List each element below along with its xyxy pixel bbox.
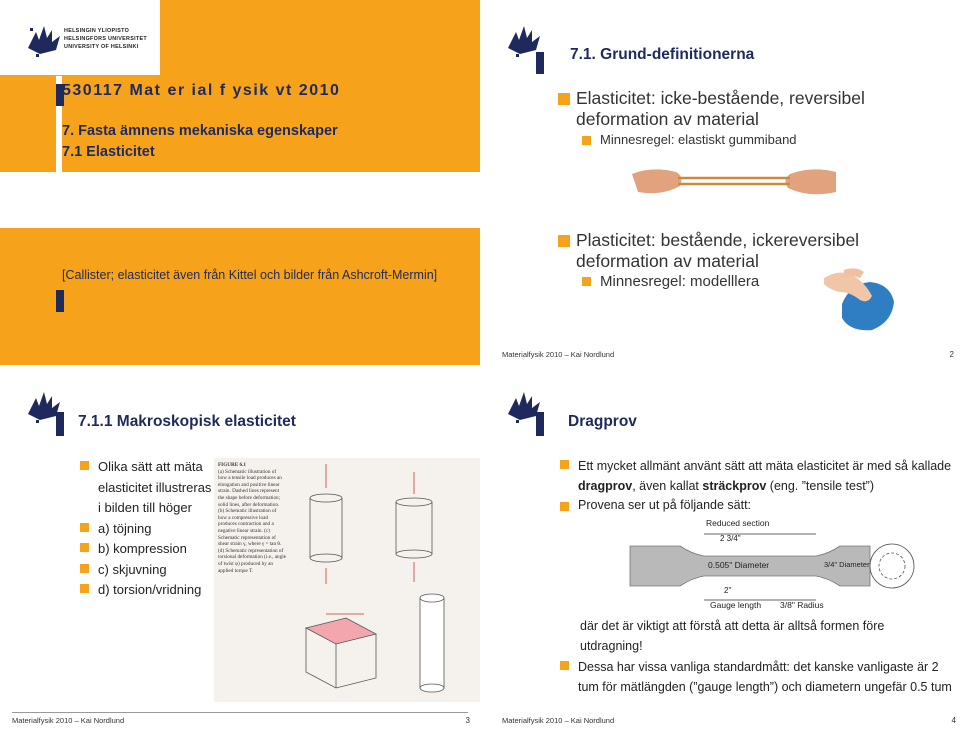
gauge-length-label: Gauge length [710, 600, 762, 610]
figure-label: FIGURE 6.1 [218, 462, 246, 468]
bullet-plasticity-text: Plasticitet: bestående, ickereversibel d… [576, 230, 860, 271]
slide-3: 7.1.1 Makroskopisk elasticitet Olika sät… [0, 366, 480, 731]
reduced-section-label: Reduced section [706, 518, 770, 528]
slide-2: 7.1. Grund-definitionerna Elasticitet: i… [480, 0, 960, 365]
slide-title: 7.1. Grund-definitionerna [570, 46, 755, 63]
bullet-standard-sizes: Dessa har vissa vanliga standardmått: de… [560, 657, 952, 697]
page-number: 2 [949, 350, 954, 359]
navy-accent-bar [536, 52, 544, 74]
helsinki-flame-logo-icon [508, 392, 540, 423]
page-number: 4 [951, 716, 956, 725]
white-band [0, 172, 480, 228]
list-item: a) töjning [80, 519, 212, 540]
list-item-text: a) töjning [98, 520, 152, 536]
reference-text: [Callister; elasticitet även från Kittel… [62, 268, 438, 282]
term-strackprov: sträckprov [702, 479, 767, 493]
footer-divider [12, 712, 468, 713]
course-title: 530117 Mat er ial f ysik vt 2010 [62, 82, 341, 99]
chapter-heading: 7. Fasta ämnens mekaniska egenskaper [62, 123, 338, 139]
footer-author: Materialfysik 2010 – Kai Nordlund [502, 350, 615, 359]
helsinki-flame-logo-icon [28, 392, 60, 423]
section-heading: 7.1 Elasticitet [62, 144, 155, 160]
slide-title: Dragprov [568, 413, 637, 430]
sub-bullet-rubber-band: Minnesregel: elastiskt gummiband [582, 132, 797, 147]
university-name-fi: HELSINGIN YLIOPISTO [64, 28, 130, 34]
measure-list: Olika sätt att mäta elasticitet illustre… [80, 457, 212, 601]
footer-author: Materialfysik 2010 – Kai Nordlund [502, 716, 615, 725]
list-item: Olika sätt att mäta elasticitet illustre… [80, 457, 212, 519]
specimen-drawing [629, 533, 915, 601]
bullet-elasticity: Elasticitet: icke-bestående, reversibel … [558, 88, 938, 130]
gauge-value-label: 2" [724, 586, 732, 595]
bullet-tensile-mid: , även kallat [632, 479, 703, 493]
reduced-length-label: 2 3/4" [720, 534, 741, 543]
sub-bullet-clay-text: Minnesregel: modelllera [600, 273, 760, 290]
figure-caption-text: (a) Schematic illustration of how a tens… [218, 468, 286, 574]
navy-accent-bar [536, 412, 544, 436]
helsinki-flame-logo-icon [508, 26, 540, 57]
university-name-en: UNIVERSITY OF HELSINKI [64, 44, 139, 50]
rubber-band-photo [632, 152, 836, 212]
navy-accent-bar [56, 84, 64, 106]
list-item-text: d) torsion/vridning [98, 582, 202, 597]
chapter-title: 7. Fasta ämnens mekaniska egenskaper 7.1… [62, 121, 338, 163]
list-item: d) torsion/vridning [80, 580, 212, 601]
slide-title: 7.1.1 Makroskopisk elasticitet [78, 413, 296, 430]
bullet-standard-sizes-text: Dessa har vissa vanliga standardmått: de… [578, 660, 952, 694]
footer-author: Materialfysik 2010 – Kai Nordlund [12, 716, 125, 725]
bullet-specimen-text: Provena ser ut på följande sätt: [578, 498, 752, 512]
outer-diameter-label: 3/4" Diameter [824, 560, 870, 569]
clay-hand-photo [820, 262, 900, 336]
bullet-tensile-post: (eng. ”tensile test”) [766, 479, 874, 493]
list-item-text: c) skjuvning [98, 561, 167, 577]
strain-diagrams [304, 464, 445, 693]
navy-accent-bar [56, 412, 64, 436]
slide-1: HELSINGIN YLIOPISTO HELSINGFORS UNIVERSI… [0, 0, 480, 365]
slide-4: Dragprov Ett mycket allmänt använt sätt … [480, 366, 960, 731]
strain-figure: FIGURE 6.1 (a) Schematic illustration of… [214, 458, 480, 702]
bullet-tensile-test: Ett mycket allmänt använt sätt att mäta … [560, 456, 952, 496]
specimen-diagram: Reduced section 2 3/4" 0.505" Diameter 3… [620, 516, 920, 612]
white-stripe [56, 76, 62, 172]
bullet-tensile-text: Ett mycket allmänt använt sätt att mäta … [578, 459, 952, 473]
helsinki-flame-logo-icon [28, 26, 60, 57]
bullet-plasticity: Plasticitet: bestående, ickereversibel d… [558, 230, 938, 272]
diameter-label: 0.505" Diameter [708, 560, 770, 570]
radius-label: 3/8" Radius [780, 600, 824, 610]
shape-note: där det är viktigt att förstå att detta … [580, 619, 885, 653]
list-item-text: Olika sätt att mäta elasticitet illustre… [98, 459, 212, 515]
list-item: b) kompression [80, 539, 212, 560]
figure-caption: FIGURE 6.1 (a) Schematic illustration of… [218, 462, 286, 574]
logo-background [0, 0, 160, 75]
university-name: HELSINGIN YLIOPISTO HELSINGFORS UNIVERSI… [64, 27, 147, 51]
university-name-sv: HELSINGFORS UNIVERSITET [64, 36, 147, 42]
sub-bullet-rubber-band-text: Minnesregel: elastiskt gummiband [600, 132, 797, 147]
list-item: c) skjuvning [80, 560, 212, 581]
term-dragprov: dragprov [578, 479, 633, 493]
list-item-text: b) kompression [98, 541, 187, 556]
sub-bullet-clay: Minnesregel: modelllera [582, 273, 759, 290]
navy-accent-bar-lower [56, 290, 64, 312]
bullet-elasticity-text: Elasticitet: icke-bestående, reversibel … [576, 88, 865, 129]
bullet-specimen: Provena ser ut på följande sätt: [560, 498, 751, 512]
page-number: 3 [465, 716, 470, 725]
